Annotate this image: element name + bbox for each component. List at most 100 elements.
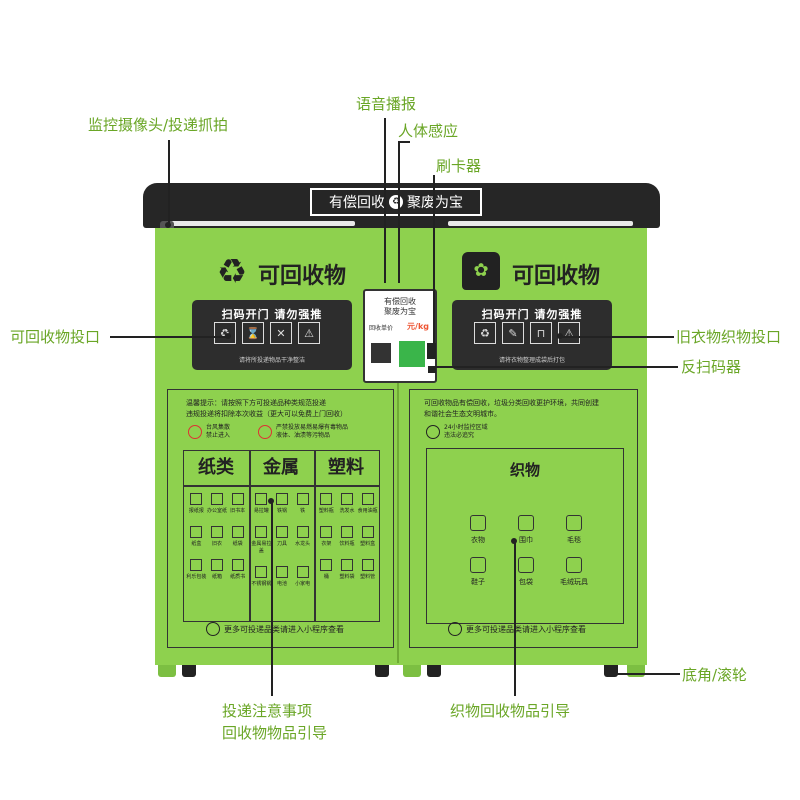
screen-price: 元/kg	[407, 322, 429, 331]
qr-code-icon	[371, 343, 391, 363]
list-item: 金属易拉盖	[251, 526, 272, 554]
list-item: 塑料袋	[337, 559, 358, 580]
roof-light-left	[170, 221, 355, 226]
roof-sign: 有偿回收 ♻ 聚废为宝	[310, 188, 482, 216]
shirt-icon: ✿	[462, 252, 500, 290]
list-item: 旧书本	[227, 493, 248, 514]
category-table: 纸类 金属 塑料 报纸报 办公室纸 旧书本 纸盒 旧衣 纸袋 利乐包装 纸箱 纸…	[183, 450, 380, 622]
caster-icon	[158, 665, 176, 677]
caster-icon	[403, 665, 421, 677]
list-item: 塑料盒	[357, 526, 378, 547]
sign-right-text: 聚废为宝	[407, 195, 463, 211]
list-item: 鞋子	[455, 557, 501, 587]
more-link-left[interactable]: 更多可投递品类请进入小程序查看	[206, 622, 344, 636]
left-title: 可回收物	[258, 264, 347, 289]
warning-2: 严禁投放易燃易爆有毒物品 液体、油渍等污物品	[258, 424, 348, 440]
mini-program-icon	[206, 622, 220, 636]
list-item: 利乐包装	[186, 559, 207, 580]
list-item: 包袋	[503, 557, 549, 587]
callout-caster: 底角/滚轮	[682, 666, 748, 684]
callout-sensor: 人体感应	[398, 122, 459, 140]
list-item: 桶	[316, 559, 337, 580]
recycle-icon: ♻	[216, 252, 248, 292]
textile-title: 织物	[509, 461, 540, 479]
caster-icon	[627, 665, 645, 677]
caster-icon	[375, 665, 389, 677]
list-item: 毛绒玩具	[551, 557, 597, 587]
callout-camera: 监控摄像头/投递抓拍	[88, 116, 229, 134]
textile-box: 织物 衣物 围巾 毛毯 鞋子 包袋 毛绒玩具	[426, 448, 624, 624]
category-metal: 金属	[263, 457, 299, 478]
no-fire-icon	[258, 425, 272, 439]
slot-note: 请将衣物整理成袋后打包	[498, 357, 565, 364]
sign-left-text: 有偿回收	[329, 195, 385, 211]
plastic-items: 塑料瓶 洗发水 食用油瓶 衣架 饮料瓶 塑料盒 桶 塑料袋 塑料管	[316, 493, 378, 580]
paper-items: 报纸报 办公室纸 旧书本 纸盒 旧衣 纸袋 利乐包装 纸箱 纸质书	[186, 493, 248, 580]
list-item: 纸箱	[207, 559, 228, 580]
right-title: 可回收物	[512, 264, 601, 289]
recycle-slot[interactable]: 扫码开门 请勿强推 ♻⌛✕⚠ 请将所投递物品干净整洁	[192, 300, 352, 370]
list-item: 旧衣	[207, 526, 228, 547]
metal-items: 易拉罐 铁锅 铁 金属易拉盖 刀具 水龙头 不锈钢锅 电池 小家电	[251, 493, 313, 587]
callout-clothes-slot: 旧衣物织物投口	[676, 328, 782, 346]
list-item: 易拉罐	[251, 493, 272, 514]
screen-title: 有偿回收 聚废为宝	[384, 297, 416, 316]
right-notice: 可回收物品有偿回收，垃圾分类回收更护环境，共同创建 和谐社会生态文明城市。	[424, 399, 599, 418]
list-item: 铁	[292, 493, 313, 514]
slot-instruction: 扫码开门 请勿强推	[221, 308, 323, 321]
more-link-right[interactable]: 更多可投递品类请进入小程序查看	[448, 622, 586, 636]
caster-icon	[182, 665, 196, 677]
recycle-guide-panel	[167, 389, 394, 648]
list-item: 刀具	[272, 526, 293, 554]
camera-icon	[426, 425, 440, 439]
list-item: 衣架	[316, 526, 337, 547]
slot-instruction: 扫码开门 请勿强推	[481, 308, 583, 321]
caster-icon	[427, 665, 441, 677]
list-item: 纸质书	[227, 559, 248, 580]
screen-sub: 回收单价	[369, 325, 394, 332]
list-item: 铁锅	[272, 493, 293, 514]
roof-light-right	[448, 221, 633, 226]
list-item: 不锈钢锅	[251, 566, 272, 587]
list-item: 衣物	[455, 515, 501, 545]
list-item: 饮料瓶	[337, 526, 358, 547]
sensor-dots	[390, 283, 410, 298]
mini-program-icon	[448, 622, 462, 636]
app-icon	[399, 341, 425, 367]
category-paper: 纸类	[198, 457, 234, 478]
cam-notice: 24小时监控区域 违法必追究	[426, 424, 488, 440]
list-item: 塑料管	[357, 559, 378, 580]
slot-icons: ♻✎⊓⚠	[474, 322, 580, 344]
list-item: 报纸报	[186, 493, 207, 514]
list-item: 洗发水	[337, 493, 358, 514]
touch-screen[interactable]: 有偿回收 聚废为宝 回收单价 元/kg	[363, 289, 437, 383]
list-item: 纸袋	[227, 526, 248, 547]
callout-notice-2: 回收物物品引导	[222, 724, 328, 742]
callout-notice-1: 投递注意事项	[222, 702, 313, 720]
list-item: 小家电	[292, 566, 313, 587]
list-item: 围巾	[503, 515, 549, 545]
list-item: 水龙头	[292, 526, 313, 554]
scanner-icon[interactable]	[428, 366, 436, 373]
callout-textile-guide: 织物回收物品引导	[450, 702, 571, 720]
list-item: 电池	[272, 566, 293, 587]
sign-logo-icon: ♻	[389, 195, 403, 209]
list-item: 办公室纸	[207, 493, 228, 514]
list-item: 纸盒	[186, 526, 207, 547]
slot-note: 请将所投递物品干净整洁	[238, 357, 305, 364]
card-reader-icon[interactable]	[427, 343, 436, 359]
textile-guide-panel	[409, 389, 638, 648]
callout-voice: 语音播报	[356, 95, 417, 113]
list-item: 塑料瓶	[316, 493, 337, 514]
body-divider	[397, 380, 399, 663]
warning-1: 台风集散 禁止进入	[188, 424, 230, 440]
callout-scanner: 反扫码器	[681, 358, 742, 376]
list-item: 食用油瓶	[357, 493, 378, 514]
callout-recycle-slot: 可回收物投口	[10, 328, 101, 346]
clothes-slot[interactable]: 扫码开门 请勿强推 ♻✎⊓⚠ 请将衣物整理成袋后打包	[452, 300, 612, 370]
list-item: 毛毯	[551, 515, 597, 545]
no-entry-icon	[188, 425, 202, 439]
left-notice: 温馨提示：请按照下方可投递品种类规范投递 违规投递将扣除本次收益（更大可以免费上…	[186, 399, 347, 418]
callout-card: 刷卡器	[436, 157, 482, 175]
category-plastic: 塑料	[328, 457, 364, 478]
